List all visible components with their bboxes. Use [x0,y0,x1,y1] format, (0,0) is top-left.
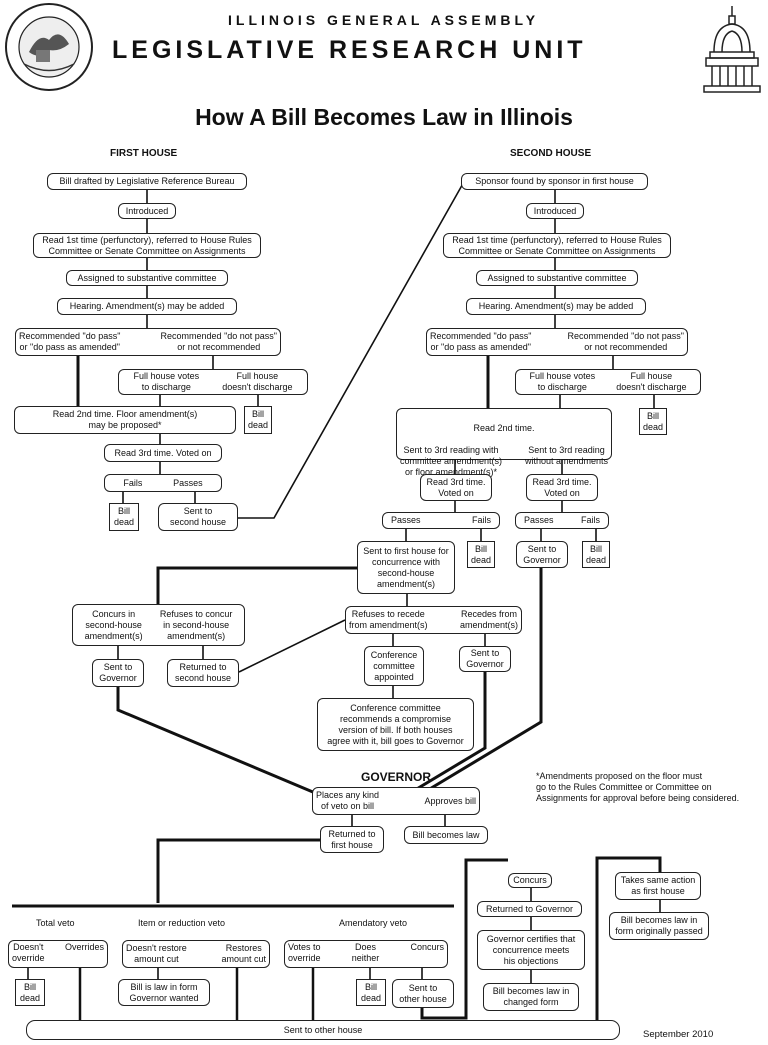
fh-discharge-not: Full house doesn't discharge [222,371,293,392]
governor-heading: GOVERNOR [361,770,432,784]
sh-read2: Read 2nd time. Sent to 3rd reading with … [396,408,612,477]
sh-fails-r: Fails [580,515,600,525]
governor-approves: Approves bill [424,795,476,806]
sh-sponsor: Sponsor found by sponsor in first house [461,173,648,190]
fh-dead2: Bill dead [109,503,139,531]
fh-read1: Read 1st time (perfunctory), referred to… [33,233,261,258]
recedes: Recedes from amendment(s) [459,609,518,630]
recede-sent-governor: Sent to Governor [459,646,511,672]
law-as-governor-wanted: Bill is law in form Governor wanted [118,979,210,1006]
sh-discharge: Full house votes to discharge Full house… [515,369,701,395]
refuses-concur: Refuses to concur in second-house amendm… [159,608,233,641]
sh-assigned: Assigned to substantive committee [476,270,638,286]
governor-action: Places any kind of veto on bill Approves… [312,787,480,815]
fh-fails: Fails [123,477,143,488]
sh-read3-left: Read 3rd time. Voted on [420,474,492,501]
other-concurs: Concurs [508,873,552,888]
sh-rec-pass: Recommended "do pass" or "do pass as ame… [430,331,532,352]
fh-discharge: Full house votes to discharge Full house… [118,369,308,395]
sh-introduced: Introduced [526,203,584,219]
same-action: Takes same action as first house [615,872,701,900]
returned-first-house: Returned to first house [320,826,384,853]
page-title: How A Bill Becomes Law in Illinois [195,104,573,130]
fh-read3: Read 3rd time. Voted on [104,444,222,462]
sh-read2-left: Sent to 3rd reading with committee amend… [400,445,503,477]
returned-second-house: Returned to second house [167,659,239,687]
item-veto-label: Item or reduction veto [138,918,226,928]
sh-sent-first: Sent to first house for concurrence with… [357,541,455,594]
sent-other-house-small: Sent to other house [392,979,454,1008]
conference-compromise: Conference committee recommends a compro… [317,698,474,751]
assembly-name: ILLINOIS GENERAL ASSEMBLY [228,12,540,28]
law-changed-form: Bill becomes law in changed form [483,983,579,1011]
fh-dead1: Bill dead [244,406,272,434]
sh-recommend: Recommended "do pass" or "do pass as ame… [426,328,688,356]
fh-vote: Fails Passes [104,474,222,492]
unit-name: LEGISLATIVE RESEARCH UNIT [112,36,587,64]
sh-sent-governor: Sent to Governor [516,541,568,568]
sh-discharge-not: Full house doesn't discharge [616,371,687,392]
sh-read1: Read 1st time (perfunctory), referred to… [443,233,671,258]
sh-fails-l: Fails [471,515,491,525]
total-veto-dead: Bill dead [15,979,45,1006]
concur-box: Concurs in second-house amendment(s) Ref… [72,604,245,646]
sh-dead-left: Bill dead [467,541,495,568]
sh-read2-right: Sent to 3rd reading without amendments [524,445,608,466]
concurs-in: Concurs in second-house amendment(s) [84,608,143,641]
recede-box: Refuses to recede from amendment(s) Rece… [345,606,522,634]
fh-rec-pass: Recommended "do pass" or "do pass as ame… [19,331,121,352]
fh-discharge-votes: Full house votes to discharge [133,371,200,392]
sent-other-house: Sent to other house [26,1020,620,1040]
fh-read2: Read 2nd time. Floor amendment(s) may be… [14,406,236,434]
votes-override: Votes to override [288,942,321,963]
sh-dead1: Bill dead [639,408,667,435]
governor-veto: Places any kind of veto on bill [316,790,380,811]
sh-dead-right: Bill dead [582,541,610,568]
fh-drafted: Bill drafted by Legislative Reference Bu… [47,173,247,190]
returned-to-governor: Returned to Governor [477,901,582,917]
sh-hearing: Hearing. Amendment(s) may be added [466,298,646,315]
footnote: *Amendments proposed on the floor must g… [536,771,740,803]
amendatory-veto-label: Amendatory veto [339,918,408,928]
sh-vote-left: Passes Fails [382,512,500,529]
conference-appointed: Conference committee appointed [364,646,424,686]
sh-vote-right: Passes Fails [515,512,609,529]
amendatory-dead: Bill dead [356,979,386,1006]
fh-passes: Passes [173,477,203,488]
publication-date: September 2010 [643,1029,714,1040]
amendatory-veto-box: Votes to override Does neither Concurs [284,940,448,968]
bill-becomes-law: Bill becomes law [404,826,488,844]
amend-concurs: Concurs [410,942,444,952]
state-seal-icon [5,3,93,91]
does-neither: Does neither [351,942,380,963]
sh-read3-right: Read 3rd time. Voted on [526,474,598,501]
sh-discharge-votes: Full house votes to discharge [529,371,596,392]
sh-passes-r: Passes [524,515,554,525]
governor-certifies: Governor certifies that concurrence meet… [477,930,585,970]
sh-rec-notpass: Recommended "do not pass" or not recomme… [567,331,684,352]
fh-sent-second: Sent to second house [158,503,238,531]
law-original-form: Bill becomes law in form originally pass… [609,912,709,940]
fh-hearing: Hearing. Amendment(s) may be added [57,298,237,315]
concur-sent-governor: Sent to Governor [92,659,144,687]
first-house-heading: FIRST HOUSE [110,148,178,159]
fh-recommend: Recommended "do pass" or "do pass as ame… [15,328,281,356]
sh-passes-l: Passes [391,515,421,525]
overrides: Overrides [64,942,104,952]
doesnt-restore: Doesn't restore amount cut [126,943,187,964]
second-house-heading: SECOND HOUSE [510,148,592,159]
sh-read2-head: Read 2nd time. [473,423,535,433]
restores: Restores amount cut [221,943,266,964]
fh-introduced: Introduced [118,203,176,219]
fh-rec-notpass: Recommended "do not pass" or not recomme… [160,331,277,352]
total-veto-label: Total veto [36,918,75,928]
refuses-recede: Refuses to recede from amendment(s) [349,609,428,630]
fh-assigned: Assigned to substantive committee [66,270,228,286]
total-veto-box: Doesn't override Overrides [8,940,108,968]
doesnt-override: Doesn't override [12,942,45,963]
item-veto-box: Doesn't restore amount cut Restores amou… [122,940,270,968]
capitol-dome-icon [703,6,761,93]
